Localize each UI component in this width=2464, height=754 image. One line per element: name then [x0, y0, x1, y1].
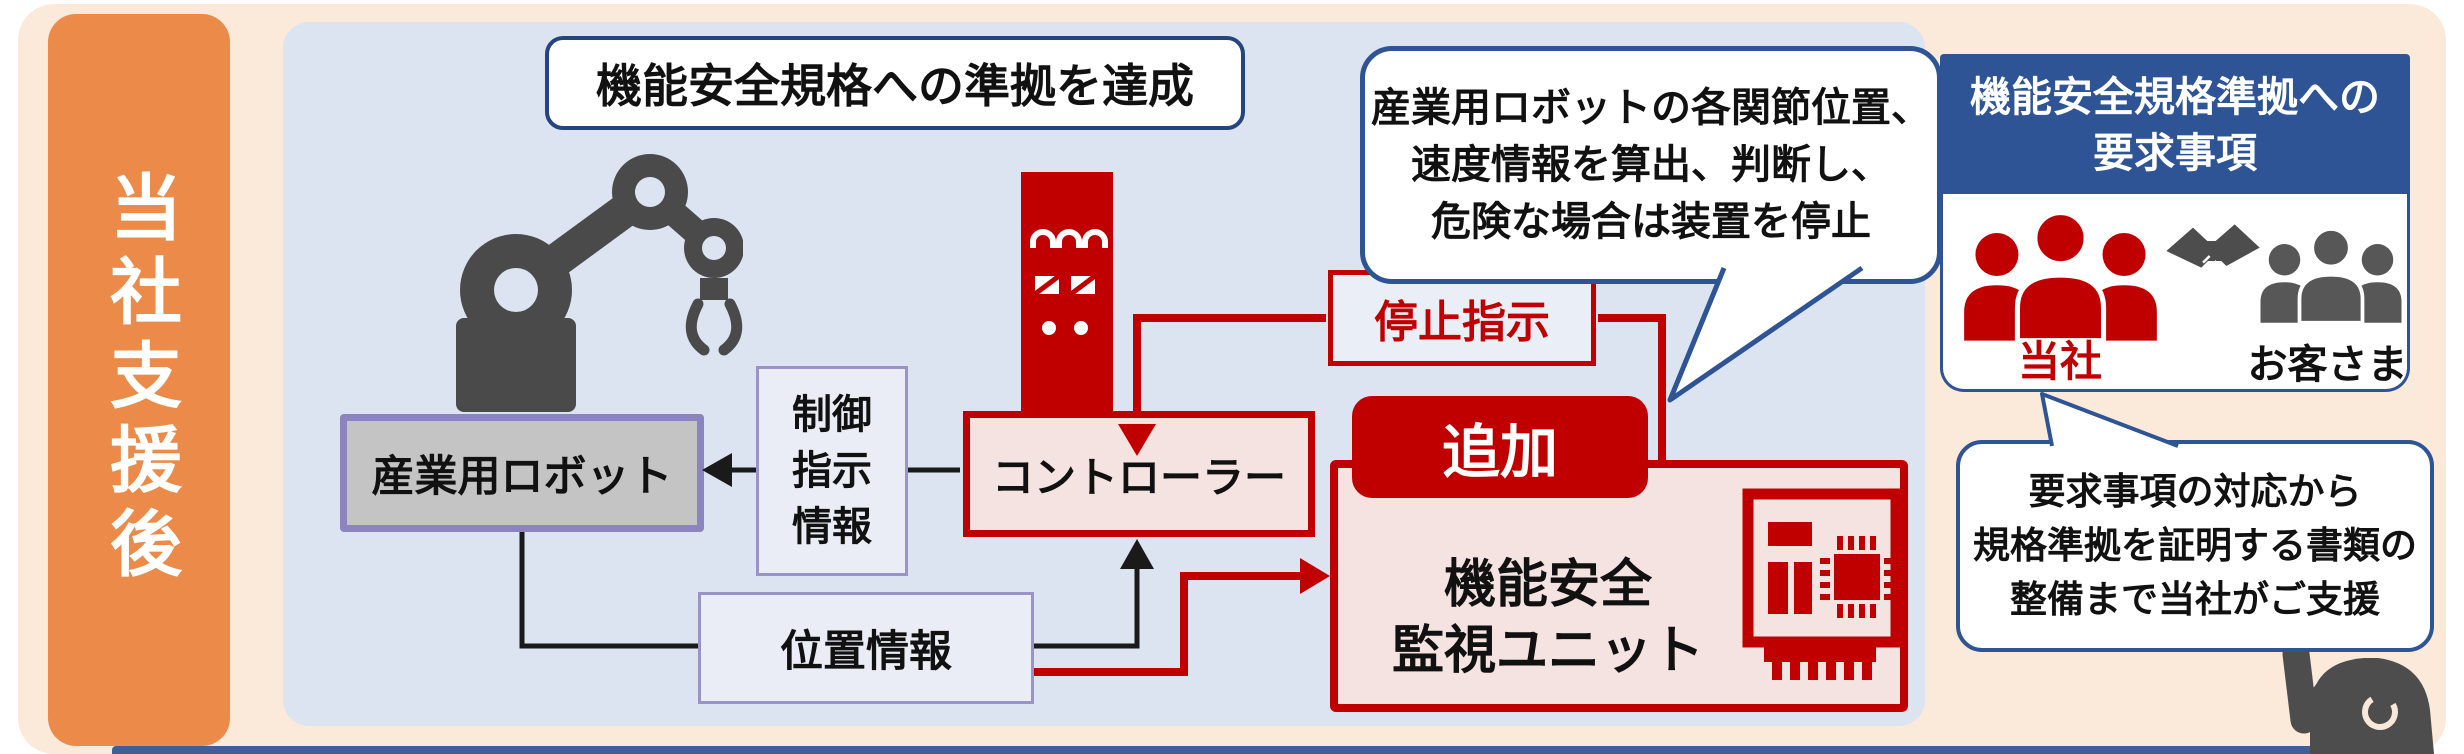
achievement-banner-label: 機能安全規格への準拠を達成 — [596, 60, 1194, 112]
add-badge: 追加 — [1352, 396, 1648, 498]
support-speech-bubble: 要求事項の対応から 規格準拠を証明する書類の 整備まで当社がご支援 — [1956, 440, 2434, 652]
support-bubble-line3: 整備まで当社がご支援 — [2010, 579, 2380, 620]
stop-instruction-label: 停止指示 — [1374, 298, 1550, 347]
control-cabinet-icon — [1021, 172, 1113, 412]
requirements-header: 機能安全規格準拠への 要求事項 — [1940, 54, 2410, 196]
safety-unit-title-line1: 機能安全 — [1443, 556, 1652, 614]
our-company-label: 当社 — [2017, 338, 2102, 385]
customer-people-icon — [2260, 227, 2402, 325]
monitor-bubble-line1: 産業用ロボットの各関節位置、 — [1371, 85, 1931, 130]
add-badge-label: 追加 — [1441, 420, 1558, 485]
requirements-title-line2: 要求事項 — [2093, 130, 2257, 176]
controller-box: コントローラー — [963, 411, 1315, 537]
position-info-box: 位置情報 — [698, 592, 1034, 704]
safety-unit-title-line2: 監視ユニット — [1391, 622, 1704, 680]
phase-label-bar: 当社支援後 — [48, 14, 230, 746]
controller-label: コントローラー — [991, 453, 1286, 501]
industrial-robot-box: 産業用ロボット — [340, 414, 704, 532]
monitor-bubble-line2: 速度情報を算出、判断し、 — [1411, 142, 1891, 187]
customer-label: お客さま — [2247, 343, 2408, 387]
handshake-icon — [2166, 224, 2260, 274]
control-info-box: 制御 指示 情報 — [756, 366, 908, 576]
robot-arm-icon — [456, 154, 743, 412]
industrial-robot-label: 産業用ロボット — [371, 453, 673, 501]
safety-unit-title: 機能安全 監視ユニット — [1348, 548, 1748, 688]
support-bubble-line2: 規格準拠を証明する書類の — [1973, 525, 2417, 566]
stop-instruction-box: 停止指示 — [1328, 270, 1596, 366]
control-info-line3: 情報 — [792, 505, 872, 549]
control-info-line2: 指示 — [792, 449, 872, 493]
monitor-bubble-line3: 危険な場合は装置を停止 — [1431, 199, 1871, 244]
our-company-people-icon — [1964, 209, 2157, 342]
phase-label: 当社支援後 — [98, 170, 179, 590]
circuit-board-icon — [1742, 488, 1902, 680]
monitor-speech-bubble: 産業用ロボットの各関節位置、 速度情報を算出、判断し、 危険な場合は装置を停止 — [1360, 46, 1942, 284]
control-info-line1: 制御 — [792, 393, 872, 437]
bottom-accent-strip — [112, 746, 2332, 754]
position-info-label: 位置情報 — [780, 628, 952, 676]
support-bubble-line1: 要求事項の対応から — [2028, 471, 2362, 512]
achievement-banner: 機能安全規格への準拠を達成 — [545, 36, 1245, 130]
requirements-title-line1: 機能安全規格準拠への — [1970, 74, 2380, 120]
